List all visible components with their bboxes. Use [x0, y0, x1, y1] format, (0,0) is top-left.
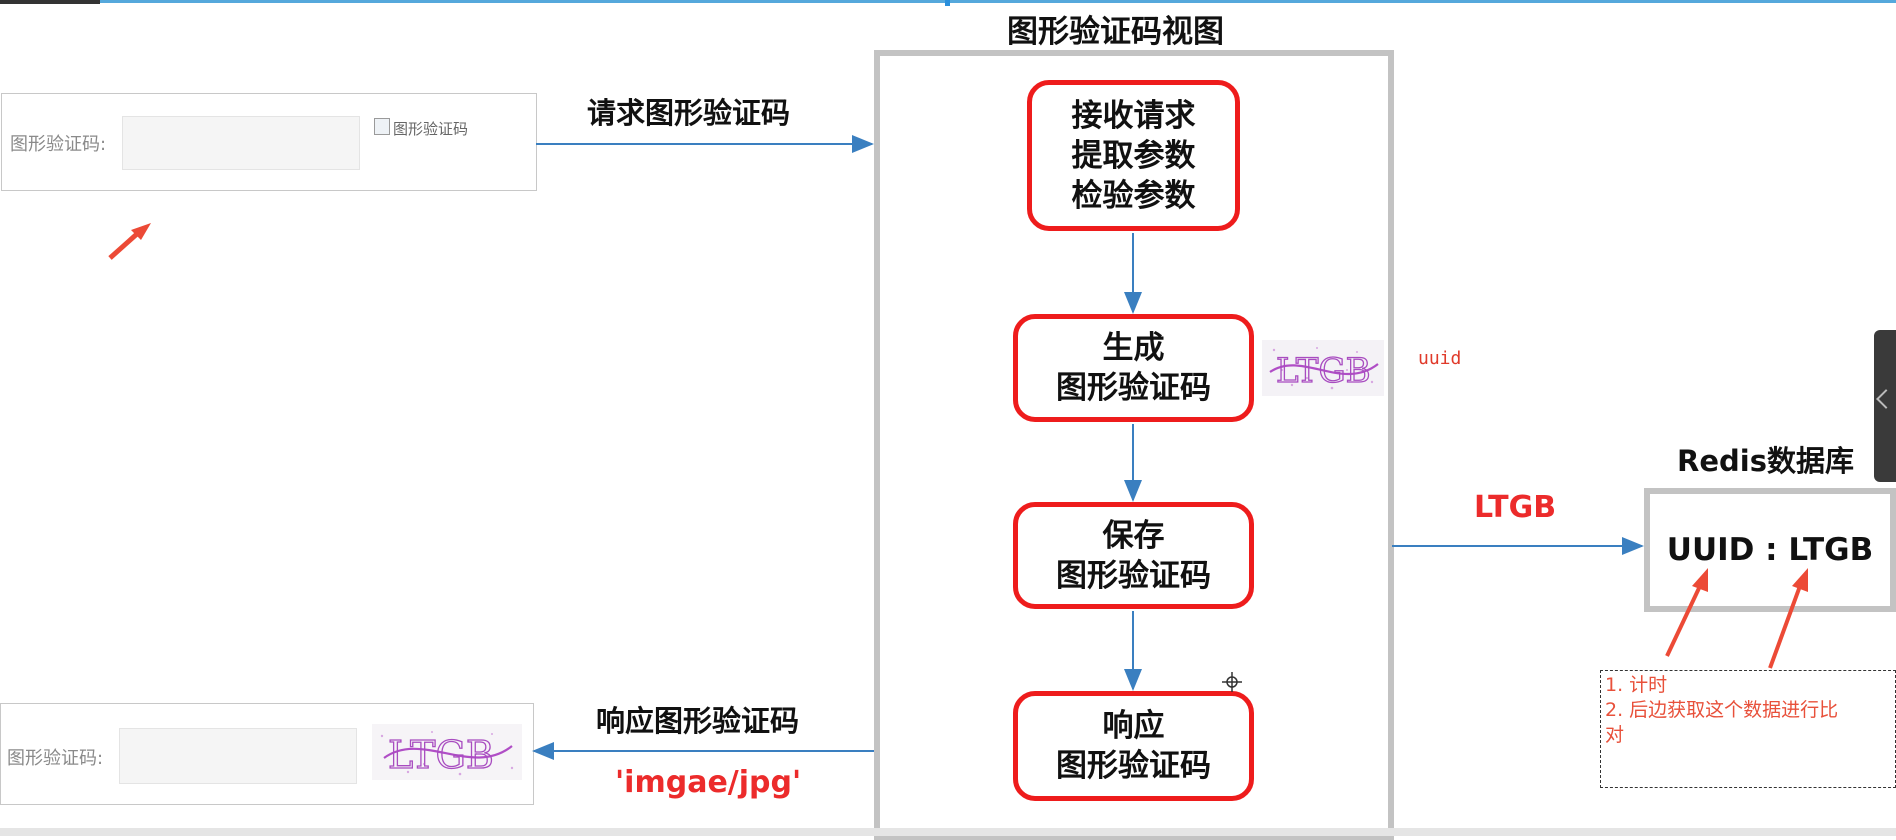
red-annotation-arrows	[108, 223, 1808, 669]
captcha-image-generated: LTGB	[1262, 340, 1384, 396]
captcha-input-bottom[interactable]	[119, 728, 357, 784]
step-receive-request-text: 接收请求 提取参数 检验参数	[1071, 97, 1196, 214]
step-receive-request: 接收请求 提取参数 检验参数	[1027, 80, 1240, 231]
bottom-band	[0, 828, 1896, 836]
captcha-field-label: 图形验证码:	[10, 134, 107, 155]
note-timer: 1. 计时	[1605, 674, 1668, 696]
captcha-text-generated: LTGB	[1276, 351, 1371, 391]
step-respond-captcha-text: 响应 图形验证码	[1056, 708, 1211, 784]
captcha-input[interactable]	[122, 116, 360, 170]
broken-image-icon	[374, 118, 390, 135]
redis-entry: UUID : LTGB	[1666, 532, 1874, 568]
captcha-form-request: 图形验证码: 图形验证码	[1, 93, 537, 191]
crosshair-cursor-icon	[1222, 672, 1242, 692]
redis-database-box: UUID : LTGB	[1644, 488, 1896, 612]
step-generate-captcha: 生成 图形验证码	[1013, 314, 1254, 422]
view-title: 图形验证码视图	[1007, 14, 1224, 50]
request-arrow-label: 请求图形验证码	[587, 96, 791, 130]
note-compare-cont: 对	[1605, 724, 1625, 746]
captcha-text-response: LTGB	[388, 733, 494, 777]
side-panel-toggle[interactable]	[1874, 330, 1896, 482]
captcha-image-response: LTGB	[372, 724, 522, 780]
ltgb-flow-label: LTGB	[1474, 490, 1557, 525]
top-left-dark-strip	[0, 0, 100, 4]
response-arrow-label: 响应图形验证码	[596, 704, 800, 738]
note-compare: 2. 后边获取这个数据进行比	[1605, 699, 1839, 721]
step-respond-captcha: 响应 图形验证码	[1013, 691, 1254, 801]
captcha-field-label-bottom: 图形验证码:	[7, 748, 104, 769]
captcha-image-placeholder[interactable]: 图形验证码	[374, 118, 468, 139]
captcha-image-alt-text: 图形验证码	[393, 120, 469, 138]
captcha-form-response: 图形验证码:	[0, 703, 534, 805]
step-save-captcha: 保存 图形验证码	[1013, 502, 1254, 609]
redis-title: Redis数据库	[1677, 444, 1854, 478]
top-marker	[945, 0, 950, 6]
step-save-captcha-text: 保存 图形验证码	[1056, 517, 1211, 594]
step-generate-captcha-text: 生成 图形验证码	[1056, 330, 1211, 406]
uuid-annotation: uuid	[1418, 348, 1462, 369]
content-type-label: 'imgae/jpg'	[615, 765, 802, 800]
